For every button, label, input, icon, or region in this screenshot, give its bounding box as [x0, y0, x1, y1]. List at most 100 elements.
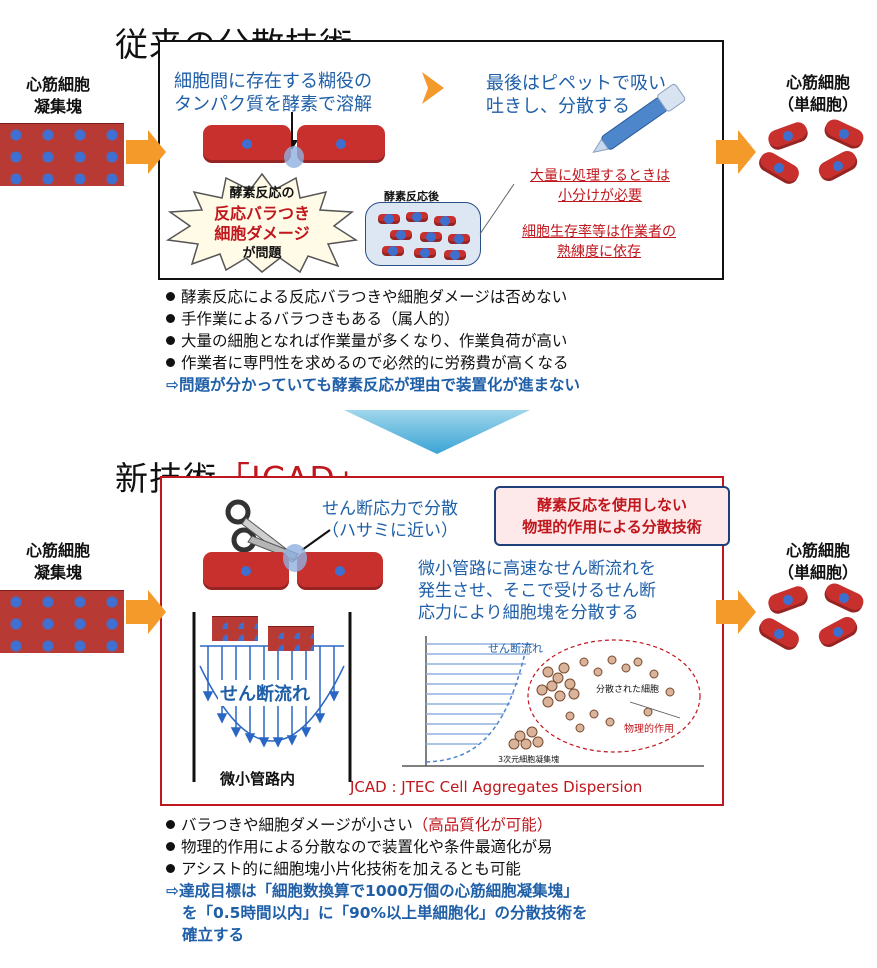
input-label-line1: 心筋細胞: [25, 541, 90, 560]
warning-burst-shape: [165, 172, 359, 274]
small-cell: [382, 246, 404, 256]
pointer-line: [301, 529, 331, 551]
burst-line1: 酵素反応の: [229, 186, 295, 201]
junction-protein: [283, 544, 307, 572]
small-cell: [434, 216, 456, 226]
channel-label: 微小管路内: [220, 770, 296, 788]
benefit-item: アシスト的に細胞塊小片化技術を加えるとも可能: [166, 858, 588, 880]
conventional-issues-list: 酵素反応による反応バラつきや細胞ダメージは否めない 手作業によるバラつきもある（…: [166, 286, 580, 396]
input-label-line1: 心筋細胞: [25, 75, 90, 94]
small-cell: [444, 250, 466, 260]
burst-line3: 細胞ダメージ: [214, 224, 310, 243]
pipette-text-line1: 最後はピペットで吸い: [486, 73, 666, 94]
enzyme-dissolve-text: 細胞間に存在する糊役の タンパク質を酵素で溶解: [174, 70, 372, 116]
note1-line1: 大量に処理するときは: [530, 168, 670, 184]
cell-right-top: [297, 125, 385, 163]
orange-arrow-icon: [126, 130, 166, 174]
enzyme-text-line1: 細胞間に存在する糊役の: [174, 71, 372, 92]
shear-text: せん断応力で分散 （ハサミに近い）: [322, 498, 458, 542]
cell-right-bottom: [297, 552, 383, 590]
after-enzyme-label: 酵素反応後: [384, 190, 439, 203]
burst-line2: 反応バラつき: [213, 204, 310, 223]
flow-text-line1: 微小管路に高速なせん断流れを: [418, 559, 656, 579]
shear-text-line2: （ハサミに近い）: [322, 521, 458, 541]
note2-line1: 細胞生存率等は作業者の: [522, 224, 676, 240]
issue-item: 大量の細胞となれば作業量が多くなり、作業負荷が高い: [166, 330, 580, 352]
flow-text-line2: 発生させ、そこで受けるせん断: [418, 581, 656, 601]
enzyme-text-line2: タンパク質を酵素で溶解: [174, 94, 372, 115]
shear-text-line1: せん断応力で分散: [322, 499, 458, 519]
single-cell: [765, 119, 811, 153]
callout-line1: 酵素反応を使用しない: [536, 496, 687, 514]
input-label-line2: 凝集塊: [33, 563, 82, 582]
issue-item: 酵素反応による反応バラつきや細胞ダメージは否めない: [166, 286, 580, 308]
single-cell: [821, 580, 867, 616]
graph-aggregate-label: 3次元細胞凝集塊: [498, 755, 560, 764]
conventional-conclusion: ⇨問題が分かっていても酵素反応が理由で装置化が進まない: [166, 376, 580, 394]
transition-arrow: [344, 410, 530, 454]
note-bulk-processing: 大量に処理するときは 小分けが必要: [500, 166, 700, 206]
aggregate-piece: [268, 626, 314, 651]
issue-item: 手作業によるバラつきもある（属人的）: [166, 308, 580, 330]
orange-arrow-icon: [716, 590, 756, 634]
input-label-top: 心筋細胞 凝集塊: [8, 74, 108, 118]
note2-line2: 熟練度に依存: [557, 244, 641, 260]
small-cell: [390, 230, 412, 240]
small-cell: [414, 248, 436, 258]
burst-text: 酵素反応の 反応バラつき 細胞ダメージ が問題: [162, 184, 362, 264]
output-label-line2: （単細胞）: [777, 563, 858, 582]
benefit-item: 物理的作用による分散なので装置化や条件最適化が易: [166, 836, 588, 858]
flow-text-line3: 応力により細胞塊を分散する: [418, 603, 639, 623]
graph-dispersed-label: 分散された細胞: [596, 685, 660, 695]
small-cell: [420, 232, 442, 242]
dispersion-graph: [402, 636, 704, 767]
cardiomyocyte-aggregate-image: [0, 590, 124, 653]
output-label-line1: 心筋細胞: [785, 73, 850, 92]
note-operator-skill: 細胞生存率等は作業者の 熟練度に依存: [496, 222, 702, 262]
output-label-line1: 心筋細胞: [785, 541, 850, 560]
jcad-definition: JCAD : JTEC Cell Aggregates Dispersion: [350, 778, 643, 796]
cardiomyocyte-aggregate-image: [0, 123, 124, 186]
cell-left-top: [203, 125, 291, 163]
jcad-goal-line3: 確立する: [182, 926, 245, 944]
cell-left-bottom: [203, 552, 289, 590]
jcad-benefits-list: バラつきや細胞ダメージが小さい（高品質化が可能） 物理的作用による分散なので装置…: [166, 814, 588, 946]
jcad-goal-line2: を「0.5時間以内」に「90%以上単細胞化」の分散技術を: [182, 904, 588, 922]
aggregate-piece: [212, 616, 258, 641]
shear-flow-label: せん断流れ: [218, 680, 312, 706]
output-label-bottom: 心筋細胞 （単細胞）: [768, 540, 868, 584]
input-label-bottom: 心筋細胞 凝集塊: [8, 540, 108, 584]
single-cell: [821, 116, 867, 152]
chevron-right-icon: [422, 72, 444, 104]
small-cell: [378, 214, 400, 224]
single-cell: [815, 613, 861, 651]
graph-physical-label: 物理的作用: [624, 724, 674, 735]
quality-note: （高品質化が可能）: [412, 816, 553, 834]
output-label-line2: （単細胞）: [777, 95, 858, 114]
benefit-item: バラつきや細胞ダメージが小さい（高品質化が可能）: [166, 814, 588, 836]
enzyme-free-callout: 酵素反応を使用しない 物理的作用による分散技術: [494, 486, 730, 546]
small-cell: [406, 212, 428, 222]
graph-shear-label: せん断流れ: [488, 642, 543, 655]
orange-arrow-icon: [126, 590, 166, 634]
issue-item: 作業者に専門性を求めるので必然的に労務費が高くなる: [166, 352, 580, 374]
small-cell: [448, 234, 470, 244]
single-cell: [815, 147, 861, 185]
connector-line: [479, 183, 515, 235]
callout-line2: 物理的作用による分散技術: [522, 518, 702, 536]
single-cell: [765, 583, 811, 617]
single-cell: [755, 148, 803, 188]
junction-protein: [284, 146, 304, 168]
burst-line4: が問題: [242, 246, 282, 261]
single-cell: [755, 614, 803, 654]
microchannel-diagram: [192, 612, 352, 782]
output-label-top: 心筋細胞 （単細胞）: [768, 72, 868, 116]
input-label-line2: 凝集塊: [33, 97, 82, 116]
jcad-goal-line1: ⇨達成目標は「細胞数換算で1000万個の心筋細胞凝集塊」: [166, 882, 579, 900]
orange-arrow-icon: [716, 130, 756, 174]
pipette-icon: [592, 83, 686, 153]
pipette-text: 最後はピペットで吸い 吐きし、分散する: [486, 72, 666, 118]
flow-description: 微小管路に高速なせん断流れを 発生させ、そこで受けるせん断 応力により細胞塊を分…: [418, 558, 656, 624]
note1-line2: 小分けが必要: [558, 188, 642, 204]
pipette-text-line2: 吐きし、分散する: [486, 96, 630, 117]
